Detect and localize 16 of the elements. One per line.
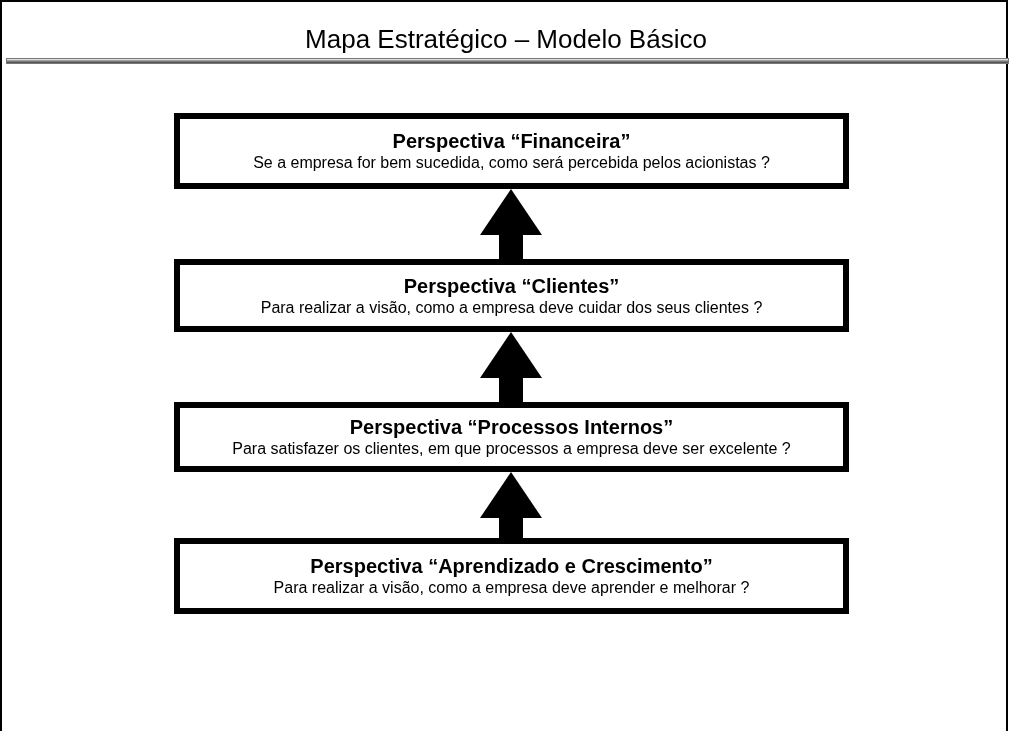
title: Mapa Estratégico – Modelo Básico (304, 24, 708, 55)
perspective-question: Para realizar a visão, como a empresa deve aprender e melhorar ? (273, 578, 750, 598)
perspective-heading: Perspectiva “Financeira” (392, 129, 631, 153)
arrow (480, 472, 542, 538)
perspective-heading: Perspectiva “Aprendizado e Crescimento” (310, 554, 713, 578)
arrow (480, 332, 542, 402)
perspective-question: Se a empresa for bem sucedida, como será percebida pelos acionistas ? (253, 153, 770, 173)
perspective-box (174, 113, 849, 189)
perspective-box (174, 538, 849, 614)
perspective-heading: Perspectiva “Clientes” (403, 273, 620, 298)
perspective-box (174, 259, 849, 332)
arrow (480, 189, 542, 259)
perspective-box (174, 402, 849, 472)
perspective-heading: Perspectiva “Processos Internos” (349, 415, 674, 439)
perspective-question: Para realizar a visão, como a empresa deve cuidar dos seus clientes ? (260, 297, 763, 318)
perspective-question: Para satisfazer os clientes, em que processos a empresa deve ser excelente ? (232, 439, 791, 459)
